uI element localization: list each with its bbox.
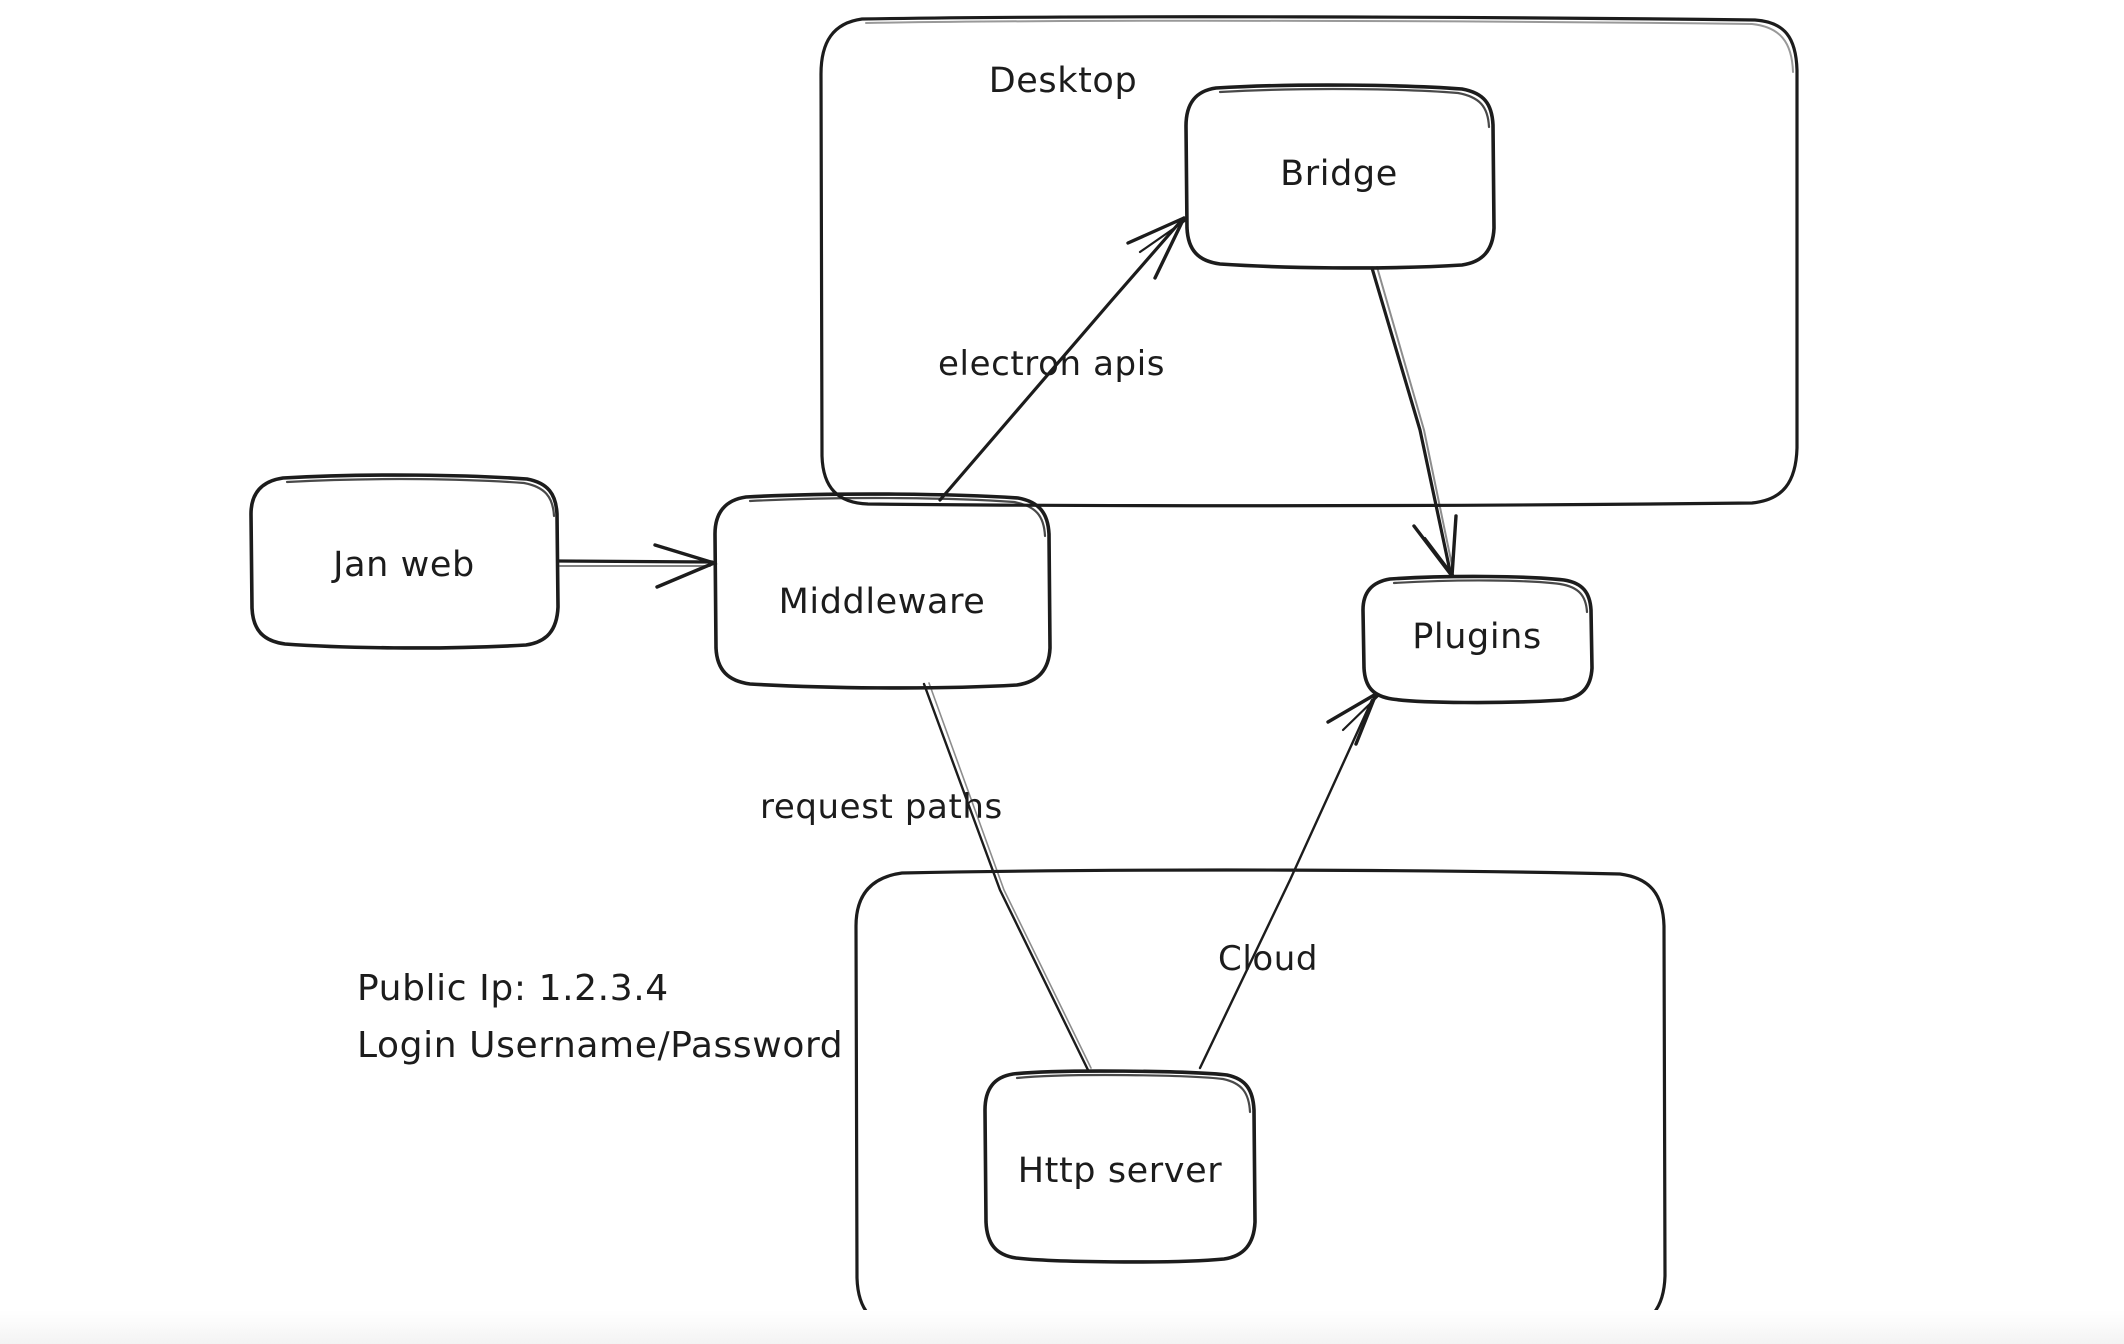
edge-middleware-to-bridge [938,216,1188,502]
node-jan-web[interactable]: Jan web [249,473,560,650]
node-jan-web-label: Jan web [331,545,475,585]
node-middleware-label: Middleware [779,582,986,622]
node-plugins[interactable]: Plugins [1361,574,1594,705]
note-login-credentials: Login Username/Password [357,1025,843,1066]
edge-bridge-to-plugins [1370,266,1458,578]
edge-label-cloud: Cloud [1218,939,1318,979]
edge-label-electron-apis: electron apis [938,344,1165,384]
edge-middleware-to-httpserver [922,682,1092,1072]
node-middleware[interactable]: Middleware [713,492,1052,690]
node-http-server-label: Http server [1018,1151,1223,1191]
node-bridge[interactable]: Bridge [1184,83,1496,270]
edge-label-request-paths: request paths [760,787,1003,827]
edge-janweb-to-middleware [556,543,718,589]
container-desktop[interactable]: Desktop [819,15,1799,508]
node-http-server[interactable]: Http server [983,1069,1257,1264]
edge-httpserver-to-plugins [1198,692,1380,1070]
node-plugins-label: Plugins [1412,617,1542,657]
container-desktop-label: Desktop [989,61,1138,101]
note-public-ip: Public Ip: 1.2.3.4 [357,968,669,1009]
node-bridge-label: Bridge [1280,154,1398,194]
